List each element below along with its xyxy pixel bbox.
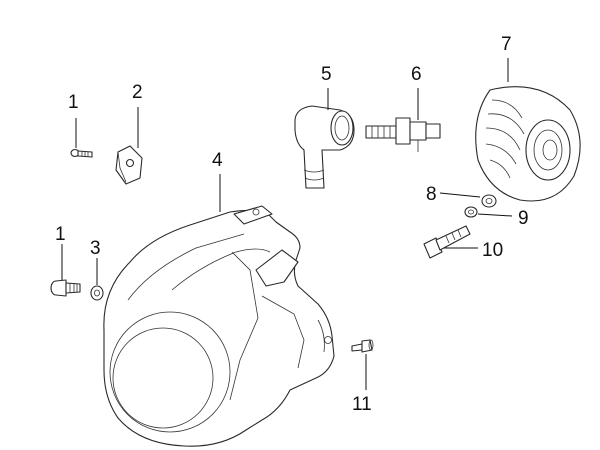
part-2-clip-nut	[115, 145, 143, 185]
leader-8	[439, 192, 481, 198]
callout-11: 11	[352, 394, 372, 415]
part-7-reflector	[475, 86, 581, 202]
callout-6: 6	[411, 64, 422, 85]
part-3-washer	[90, 285, 104, 301]
callout-10: 10	[482, 240, 503, 261]
callout-2: 2	[132, 82, 143, 103]
callout-8: 8	[426, 184, 437, 205]
part-9-washer	[464, 206, 478, 218]
callout-3: 3	[90, 238, 101, 259]
part-10-bolt	[423, 225, 471, 259]
callout-9: 9	[518, 208, 529, 229]
part-11-screw	[351, 339, 374, 353]
part-5-boot	[294, 105, 355, 189]
callout-1-bottom: 1	[55, 224, 66, 245]
callout-4: 4	[212, 150, 223, 171]
callout-1-top: 1	[68, 92, 79, 113]
part-1-screw-top	[70, 148, 93, 158]
part-4-housing	[103, 205, 335, 447]
callout-7: 7	[501, 34, 512, 55]
part-6-bulb	[365, 117, 441, 152]
leader-9	[477, 213, 513, 217]
callout-5: 5	[321, 64, 332, 85]
part-8-nut	[481, 194, 497, 208]
part-1-bolt-bottom	[50, 279, 81, 297]
